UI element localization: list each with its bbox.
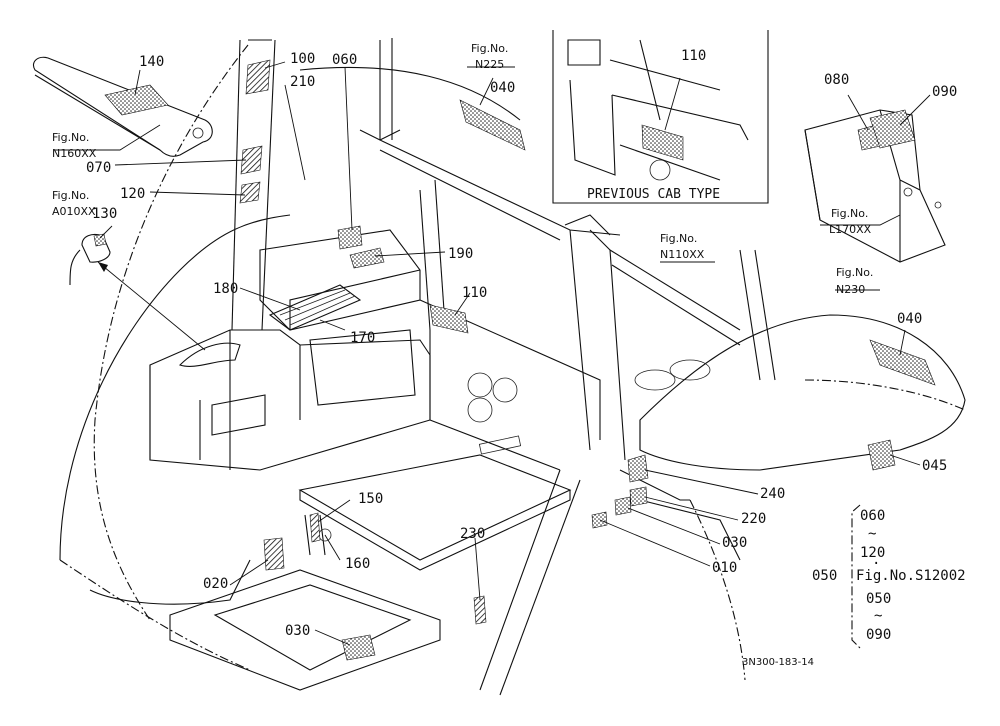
cab-linework xyxy=(32,38,966,696)
label-040-left: 040 xyxy=(490,80,515,96)
group-sub-bottom: 090 xyxy=(866,627,891,643)
label-110-rear: 110 xyxy=(462,285,487,301)
decal-010 xyxy=(591,511,608,529)
decal-110-rear xyxy=(429,304,469,334)
decal-040-left xyxy=(459,99,526,151)
previous-cab-inset: PREVIOUS CAB TYPE xyxy=(552,30,769,204)
decal-020 xyxy=(263,537,285,571)
label-210: 210 xyxy=(290,74,315,90)
decal-110-inset xyxy=(641,124,684,161)
label-230: 230 xyxy=(460,526,485,542)
decal-190 xyxy=(349,247,385,269)
figref-a010-b: A010XX xyxy=(52,205,96,218)
inset-caption: PREVIOUS CAB TYPE xyxy=(587,187,720,202)
label-180: 180 xyxy=(213,281,238,297)
drawing-number: 3N300-183-14 xyxy=(742,657,814,668)
decal-030-floor xyxy=(341,634,376,661)
decal-030-post xyxy=(614,496,632,516)
group-tilde-2: ~ xyxy=(874,608,882,624)
figref-n225-b: N225 xyxy=(475,58,504,71)
label-070: 070 xyxy=(86,160,111,176)
leader-lines xyxy=(55,61,931,646)
decal-230 xyxy=(473,595,487,625)
label-030-post: 030 xyxy=(722,535,747,551)
figref-n110-a: Fig.No. xyxy=(660,232,697,245)
label-020: 020 xyxy=(203,576,228,592)
group-tilde-1: ~ xyxy=(868,526,876,542)
group-top: 060 xyxy=(860,508,885,524)
decal-090 xyxy=(869,109,916,149)
label-240: 240 xyxy=(760,486,785,502)
group-fig: Fig.No.S12002 xyxy=(856,568,966,584)
figref-n160-a: Fig.No. xyxy=(52,131,89,144)
decal-150 xyxy=(309,512,321,543)
figref-a010-a: Fig.No. xyxy=(52,189,89,202)
figref-n110-b: N110XX xyxy=(660,248,705,261)
group-sub-top: 050 xyxy=(866,591,891,607)
decal-130 xyxy=(93,233,107,247)
group-bracket xyxy=(851,504,861,649)
decal-140 xyxy=(104,84,169,116)
label-190: 190 xyxy=(448,246,473,262)
figref-l170-a: Fig.No. xyxy=(831,207,868,220)
group-dot: · xyxy=(872,556,880,572)
label-150: 150 xyxy=(358,491,383,507)
label-140: 140 xyxy=(139,54,164,70)
decals xyxy=(93,59,936,661)
label-120: 120 xyxy=(120,186,145,202)
label-100: 100 xyxy=(290,51,315,67)
label-030-floor: 030 xyxy=(285,623,310,639)
label-045: 045 xyxy=(922,458,947,474)
figref-n160-b: N160XX xyxy=(52,147,97,160)
decal-060 xyxy=(337,225,363,250)
figure-references: Fig.No. N160XX Fig.No. A010XX Fig.No. N2… xyxy=(52,42,873,296)
label-090: 090 xyxy=(932,84,957,100)
label-080: 080 xyxy=(824,72,849,88)
label-040-right: 040 xyxy=(897,311,922,327)
label-060: 060 xyxy=(332,52,357,68)
decal-240 xyxy=(627,454,649,483)
figref-n230-a: Fig.No. xyxy=(836,266,873,279)
figref-n225-a: Fig.No. xyxy=(471,42,508,55)
label-170: 170 xyxy=(350,330,375,346)
group-mid: 120 xyxy=(860,545,885,561)
label-220: 220 xyxy=(741,511,766,527)
decal-070 xyxy=(240,145,263,175)
label-160: 160 xyxy=(345,556,370,572)
figref-l170-b: L170XX xyxy=(829,223,872,236)
decal-045 xyxy=(867,439,896,471)
decal-220 xyxy=(629,486,648,507)
label-010: 010 xyxy=(712,560,737,576)
group-reference: 060 ~ 120 · 050 Fig.No.S12002 050 ~ 090 xyxy=(812,508,966,643)
label-110-inset: 110 xyxy=(681,48,706,64)
decal-040-right xyxy=(869,339,936,386)
group-left: 050 xyxy=(812,568,837,584)
part-labels: 140 100 210 060 070 120 130 180 170 190 … xyxy=(86,48,957,639)
decal-120 xyxy=(239,181,261,204)
figref-n230-b: N230 xyxy=(836,283,865,296)
label-130: 130 xyxy=(92,206,117,222)
decal-100 xyxy=(245,59,271,95)
